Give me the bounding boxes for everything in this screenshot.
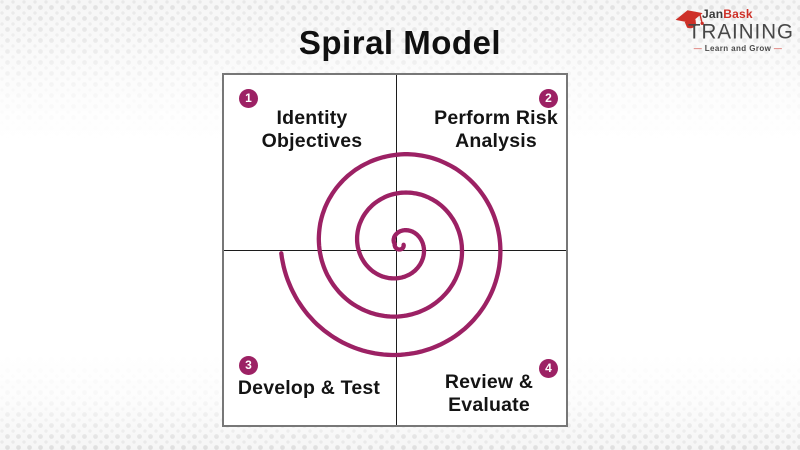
quadrant-1-line-2: Objectives <box>261 130 363 152</box>
janbask-training-logo: JanBask TRAINING — Learn and Grow — <box>675 8 794 53</box>
quadrant-label-develop-and-test: Develop & Test <box>229 377 389 400</box>
tagline-right-dash: — <box>773 44 783 53</box>
page-title: Spiral Model <box>298 24 502 61</box>
step-badge-2: 2 <box>539 89 558 108</box>
quadrant-2-line-2: Analysis <box>455 130 537 152</box>
quadrant-4-line-1: Review & <box>444 371 534 393</box>
step-badge-1: 1 <box>239 89 258 108</box>
step-badge-4: 4 <box>539 359 558 378</box>
spiral-model-quadrant-box: 1 2 3 4 Identity Objectives Perform Risk… <box>222 73 568 427</box>
quadrant-4-line-2: Evaluate <box>448 394 530 416</box>
tagline-text: Learn and Grow <box>704 44 772 53</box>
quadrant-2-line-1: Perform Risk <box>434 107 558 129</box>
logo-brand-jan: Jan <box>702 7 724 21</box>
tagline-left-dash: — <box>693 44 703 53</box>
quadrant-1-line-1: Identity <box>276 107 348 129</box>
quadrant-label-review-and-evaluate: Review & Evaluate <box>409 371 569 417</box>
step-badge-3: 3 <box>239 356 258 375</box>
logo-training-wordmark: TRAINING <box>688 19 794 44</box>
quadrant-3-line-1: Develop & Test <box>237 377 381 399</box>
quadrant-label-perform-risk-analysis: Perform Risk Analysis <box>416 107 576 153</box>
logo-brand-name: JanBask <box>702 8 792 21</box>
logo-tagline: — Learn and Grow — <box>688 44 788 53</box>
graduation-cap-icon <box>675 10 704 29</box>
quadrant-label-identity-objectives: Identity Objectives <box>232 107 392 153</box>
quadrant-divider-horizontal <box>224 249 566 252</box>
logo-brand-bask: Bask <box>723 7 753 21</box>
